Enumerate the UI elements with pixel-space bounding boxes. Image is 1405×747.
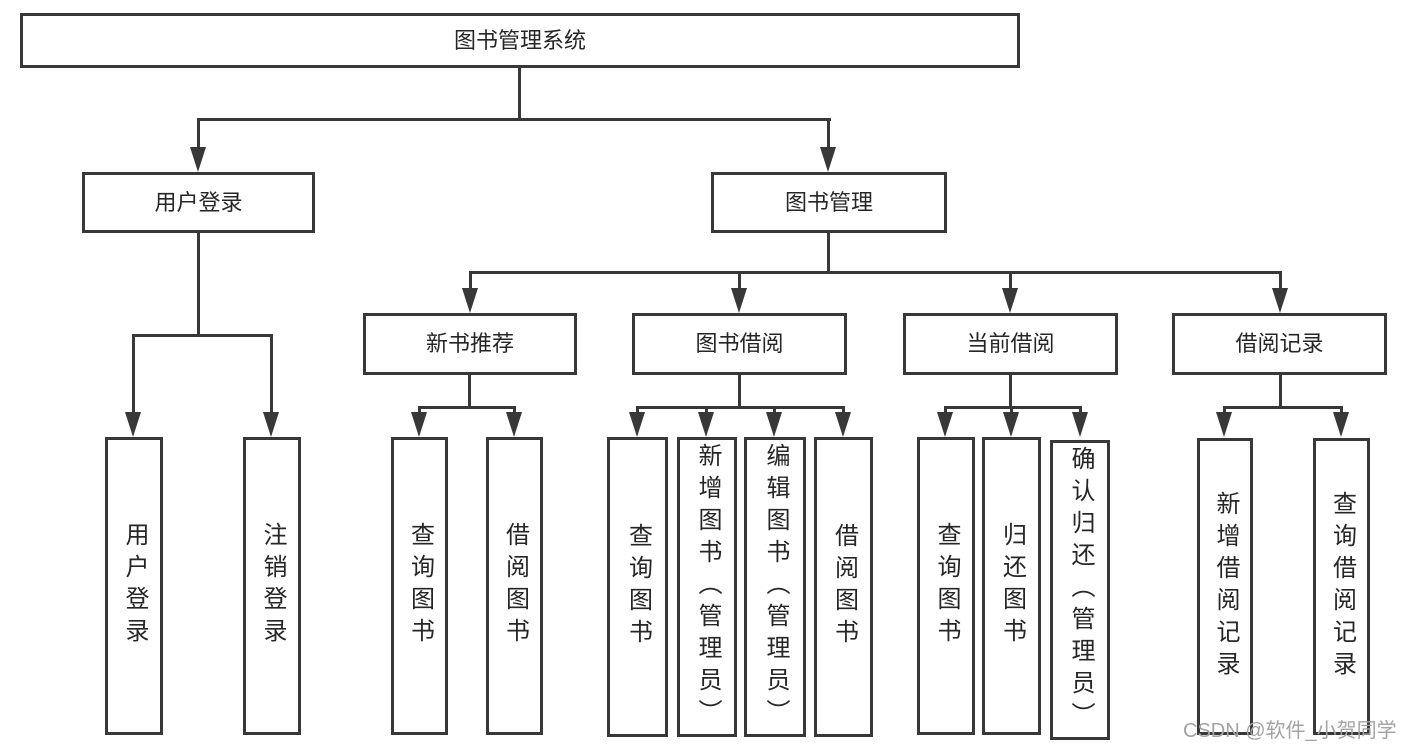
node-borrow-records: 借阅记录 bbox=[1172, 313, 1387, 375]
connector-leaf-logout-stub bbox=[270, 334, 273, 414]
leaf-confirm-return-admin: 确认归还（管理员） bbox=[1050, 440, 1110, 740]
connector-new-book-rail bbox=[418, 406, 516, 409]
connector-new-book-drop bbox=[468, 375, 471, 408]
leaf-query-book-2: 查询图书 bbox=[607, 437, 668, 737]
arrow-cb-leaf1 bbox=[937, 412, 953, 437]
connector-bb-leaf1-stub bbox=[636, 406, 639, 415]
connector-br-leaf1-stub bbox=[1223, 406, 1226, 415]
node-current-borrow: 当前借阅 bbox=[903, 313, 1118, 375]
leaf-return-book-label: 归还图书 bbox=[998, 522, 1026, 650]
leaf-confirm-return-admin-label: 确认归还（管理员） bbox=[1067, 446, 1094, 734]
arrow-cb-leaf3 bbox=[1072, 412, 1088, 437]
leaf-query-borrow-record: 查询借阅记录 bbox=[1313, 438, 1370, 735]
connector-book-borrow-rail bbox=[636, 406, 845, 409]
node-book-borrow-label: 图书借阅 bbox=[695, 331, 784, 356]
leaf-query-book-3: 查询图书 bbox=[917, 437, 975, 735]
connector-borrow-record-drop bbox=[1279, 375, 1282, 408]
node-new-book-recommend: 新书推荐 bbox=[363, 313, 577, 375]
leaf-borrow-book-2-label: 借阅图书 bbox=[830, 523, 858, 651]
node-current-borrow-label: 当前借阅 bbox=[966, 331, 1055, 356]
arrow-to-new-book bbox=[462, 288, 478, 313]
node-book-borrow: 图书借阅 bbox=[632, 313, 847, 375]
leaf-query-book-3-label: 查询图书 bbox=[933, 522, 960, 650]
connector-current-borrow-rail bbox=[944, 406, 1082, 409]
connector-leaf-login-stub bbox=[132, 334, 135, 414]
arrow-bb-leaf2 bbox=[698, 412, 714, 437]
connector-current-borrow-stub bbox=[1009, 271, 1012, 290]
leaf-return-book: 归还图书 bbox=[982, 437, 1041, 735]
node-user-login: 用户登录 bbox=[82, 172, 315, 233]
connector-cb-leaf2-stub bbox=[1010, 406, 1013, 415]
leaf-add-borrow-record-label: 新增借阅记录 bbox=[1212, 490, 1239, 683]
arrow-bb-leaf1 bbox=[629, 412, 645, 437]
connector-bb-leaf3-stub bbox=[773, 406, 776, 415]
leaf-logout-label: 注销登录 bbox=[259, 522, 286, 650]
leaf-add-book-admin-label: 新增图书（管理员） bbox=[694, 443, 721, 731]
connector-nb-leaf2-stub bbox=[513, 406, 516, 415]
connector-current-borrow-drop bbox=[1009, 375, 1012, 408]
arrow-br-leaf2 bbox=[1333, 412, 1349, 437]
arrow-to-current-borrow bbox=[1002, 288, 1018, 313]
connector-book-mgmt-stub bbox=[827, 118, 830, 150]
connector-user-login-rail bbox=[132, 334, 273, 337]
arrow-nb-leaf1 bbox=[411, 412, 427, 437]
leaf-query-book-1: 查询图书 bbox=[391, 437, 448, 735]
arrow-nb-leaf2 bbox=[506, 412, 522, 437]
connector-user-login-drop bbox=[197, 233, 200, 337]
leaf-query-book-2-label: 查询图书 bbox=[624, 523, 652, 651]
arrow-cb-leaf2 bbox=[1003, 412, 1019, 437]
leaf-add-book-admin: 新增图书（管理员） bbox=[677, 437, 737, 737]
connector-borrow-record-rail bbox=[1223, 406, 1343, 409]
leaf-borrow-book-1-label: 借阅图书 bbox=[501, 522, 529, 650]
leaf-edit-book-admin-label: 编辑图书（管理员） bbox=[762, 443, 789, 731]
connector-book-borrow-drop bbox=[738, 375, 741, 408]
leaf-borrow-book-2: 借阅图书 bbox=[814, 437, 873, 737]
node-user-login-label: 用户登录 bbox=[154, 189, 243, 215]
connector-bb-leaf4-stub bbox=[842, 406, 845, 415]
leaf-edit-book-admin: 编辑图书（管理员） bbox=[744, 437, 806, 737]
leaf-query-book-1-label: 查询图书 bbox=[406, 522, 434, 650]
connector-book-borrow-stub bbox=[738, 271, 741, 290]
leaf-borrow-book-1: 借阅图书 bbox=[486, 437, 543, 735]
arrow-to-leaf-login bbox=[125, 412, 141, 437]
arrow-to-leaf-logout bbox=[263, 412, 279, 437]
connector-category-rail bbox=[469, 271, 1282, 274]
leaf-logout: 注销登录 bbox=[243, 437, 301, 735]
arrow-to-borrow-record bbox=[1272, 288, 1288, 313]
node-book-management-label: 图书管理 bbox=[784, 189, 873, 215]
arrow-bb-leaf3 bbox=[766, 412, 782, 437]
connector-book-mgmt-drop bbox=[827, 233, 830, 273]
node-borrow-records-label: 借阅记录 bbox=[1235, 331, 1324, 356]
node-new-book-recommend-label: 新书推荐 bbox=[425, 331, 514, 356]
connector-cb-leaf1-stub bbox=[944, 406, 947, 415]
connector-user-login-stub bbox=[197, 118, 200, 150]
csdn-watermark: CSDN @软件_小贺同学 bbox=[1183, 720, 1397, 742]
leaf-query-borrow-record-label: 查询借阅记录 bbox=[1328, 490, 1356, 683]
arrow-br-leaf1 bbox=[1216, 412, 1232, 437]
connector-level2-rail bbox=[197, 118, 831, 121]
arrow-to-user-login bbox=[190, 147, 206, 172]
connector-borrow-record-stub bbox=[1279, 271, 1282, 290]
node-book-management: 图书管理 bbox=[711, 172, 947, 233]
node-root: 图书管理系统 bbox=[20, 13, 1020, 68]
connector-br-leaf2-stub bbox=[1340, 406, 1343, 415]
leaf-add-borrow-record: 新增借阅记录 bbox=[1197, 438, 1253, 735]
arrow-bb-leaf4 bbox=[835, 412, 851, 437]
leaf-user-login-label: 用户登录 bbox=[121, 522, 148, 650]
leaf-user-login: 用户登录 bbox=[105, 437, 163, 735]
connector-nb-leaf1-stub bbox=[418, 406, 421, 415]
arrow-to-book-mgmt bbox=[820, 147, 836, 172]
node-root-label: 图书管理系统 bbox=[453, 27, 586, 53]
connector-new-book-stub bbox=[469, 271, 472, 290]
arrow-to-book-borrow bbox=[731, 288, 747, 313]
connector-root-drop bbox=[518, 68, 521, 120]
connector-cb-leaf3-stub bbox=[1079, 406, 1082, 415]
connector-bb-leaf2-stub bbox=[705, 406, 708, 415]
